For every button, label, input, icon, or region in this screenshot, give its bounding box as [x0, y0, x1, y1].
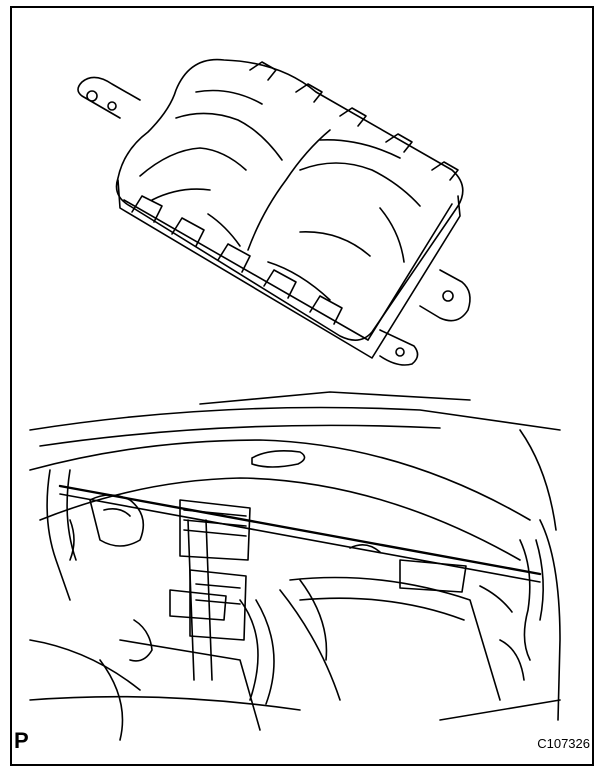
corner-label: P: [14, 728, 29, 753]
instrument-panel-icon: [29, 391, 561, 741]
airbag-module-icon: [77, 58, 471, 366]
diagram-frame: [10, 6, 594, 766]
figure-id: C107326: [537, 736, 590, 751]
